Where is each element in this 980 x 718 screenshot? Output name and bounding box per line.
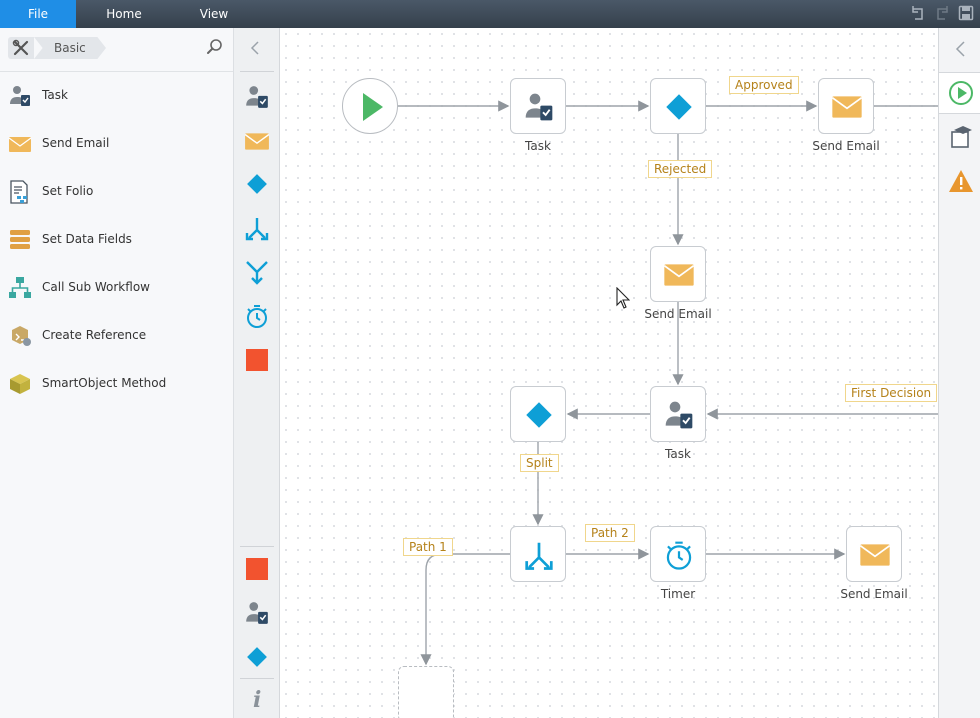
- edge-label-split[interactable]: Split: [520, 454, 559, 472]
- email-icon[interactable]: [244, 128, 270, 154]
- node-label: Send Email: [812, 139, 880, 153]
- toolbox-item-smartobject-method[interactable]: SmartObject Method: [0, 364, 233, 404]
- send-email-node[interactable]: [846, 526, 902, 582]
- right-side-panel: [938, 28, 980, 718]
- save-icon[interactable]: [958, 4, 974, 22]
- toolbox-item-send-email[interactable]: Send Email: [0, 124, 233, 164]
- node-label: Task: [665, 447, 691, 461]
- email-icon: [859, 544, 891, 566]
- task-icon: [665, 401, 693, 429]
- menu-home-tab[interactable]: Home: [106, 7, 142, 21]
- toolbox-item-create-reference[interactable]: Create Reference: [0, 316, 233, 356]
- toolbox-item-label: Set Folio: [42, 184, 94, 198]
- toolbox-item-label: Call Sub Workflow: [42, 280, 150, 294]
- split-node[interactable]: [510, 526, 566, 582]
- design-canvas[interactable]: Task Send Email Send Email Task Timer Se…: [280, 28, 938, 718]
- info-icon[interactable]: i: [244, 685, 270, 713]
- decision-node[interactable]: [650, 78, 706, 134]
- collapse-chevron-icon[interactable]: [248, 40, 264, 56]
- end-icon[interactable]: [244, 347, 270, 373]
- undo-icon[interactable]: [910, 4, 926, 22]
- decision-node[interactable]: [510, 386, 566, 442]
- edge-label-path1[interactable]: Path 1: [403, 538, 453, 556]
- node-label: Timer: [660, 587, 696, 601]
- toolbox-item-label: Set Data Fields: [42, 232, 132, 246]
- node-label: Send Email: [840, 587, 908, 601]
- toolbox-item-label: Task: [42, 88, 68, 102]
- merge-icon[interactable]: [244, 259, 270, 285]
- timer-node[interactable]: [650, 526, 706, 582]
- timer-icon: [666, 541, 692, 570]
- toolbox-panel: Basic Task Send Email Set Folio Set Data…: [0, 28, 234, 718]
- data-fields-icon: [8, 228, 32, 252]
- node-label: Task: [525, 139, 551, 153]
- task-icon: [525, 93, 553, 121]
- toolbox-item-set-folio[interactable]: Set Folio: [0, 172, 233, 212]
- task-icon[interactable]: [244, 84, 270, 110]
- warning-icon[interactable]: [948, 168, 974, 194]
- send-email-node[interactable]: [818, 78, 874, 134]
- start-node[interactable]: [342, 78, 398, 134]
- toolbox-item-set-data-fields[interactable]: Set Data Fields: [0, 220, 233, 260]
- smartobject-icon: [8, 372, 32, 396]
- quick-toolbar: i: [234, 28, 280, 718]
- edge-label-path2[interactable]: Path 2: [585, 524, 635, 542]
- task-icon: [8, 84, 32, 108]
- edge-label-first-decision[interactable]: First Decision: [845, 384, 938, 402]
- email-icon: [663, 264, 695, 286]
- edge-label-rejected[interactable]: Rejected: [648, 160, 713, 178]
- split-icon: [525, 542, 553, 570]
- task-icon[interactable]: [244, 600, 270, 626]
- toolbar-divider: [240, 71, 274, 72]
- end-icon[interactable]: [244, 556, 270, 582]
- connector-lines: [398, 100, 938, 666]
- decision-icon[interactable]: [244, 171, 270, 197]
- deploy-icon[interactable]: [948, 124, 974, 150]
- menu-file-tab[interactable]: File: [0, 0, 76, 28]
- toolbar-divider: [240, 546, 274, 547]
- svg-text:i: i: [253, 687, 261, 711]
- edge-label-approved[interactable]: Approved: [729, 76, 799, 94]
- connector-path1[interactable]: [420, 553, 510, 666]
- search-icon[interactable]: [206, 38, 224, 56]
- decision-icon: [666, 94, 692, 120]
- empty-drop-placeholder[interactable]: [398, 666, 454, 718]
- mouse-cursor-icon: [616, 286, 631, 309]
- email-icon: [831, 96, 863, 118]
- decision-icon: [526, 402, 552, 428]
- menu-bar: File Home View: [0, 0, 980, 28]
- toolbar-divider: [240, 678, 274, 679]
- toolbox-item-label: SmartObject Method: [42, 376, 167, 390]
- sub-workflow-icon: [8, 276, 32, 300]
- node-label: Send Email: [644, 307, 712, 321]
- toolbox-item-label: Create Reference: [42, 328, 147, 342]
- toolbox-item-label: Send Email: [42, 136, 110, 150]
- task-node[interactable]: [510, 78, 566, 134]
- tools-icon[interactable]: [8, 37, 34, 59]
- email-icon: [8, 132, 32, 156]
- split-icon[interactable]: [244, 215, 270, 241]
- collapse-chevron-icon[interactable]: [948, 36, 974, 62]
- timer-icon[interactable]: [244, 303, 270, 329]
- task-node[interactable]: [650, 386, 706, 442]
- menu-view-tab[interactable]: View: [199, 7, 229, 21]
- play-icon[interactable]: [948, 80, 974, 106]
- decision-icon[interactable]: [244, 644, 270, 670]
- panel-divider: [0, 71, 233, 72]
- toolbox-item-task[interactable]: Task: [0, 76, 233, 116]
- toolbox-item-call-sub-workflow[interactable]: Call Sub Workflow: [0, 268, 233, 308]
- redo-icon[interactable]: [934, 4, 950, 22]
- folio-icon: [8, 180, 32, 204]
- send-email-node[interactable]: [650, 246, 706, 302]
- breadcrumb-basic[interactable]: Basic: [34, 37, 106, 59]
- reference-icon: [8, 324, 32, 348]
